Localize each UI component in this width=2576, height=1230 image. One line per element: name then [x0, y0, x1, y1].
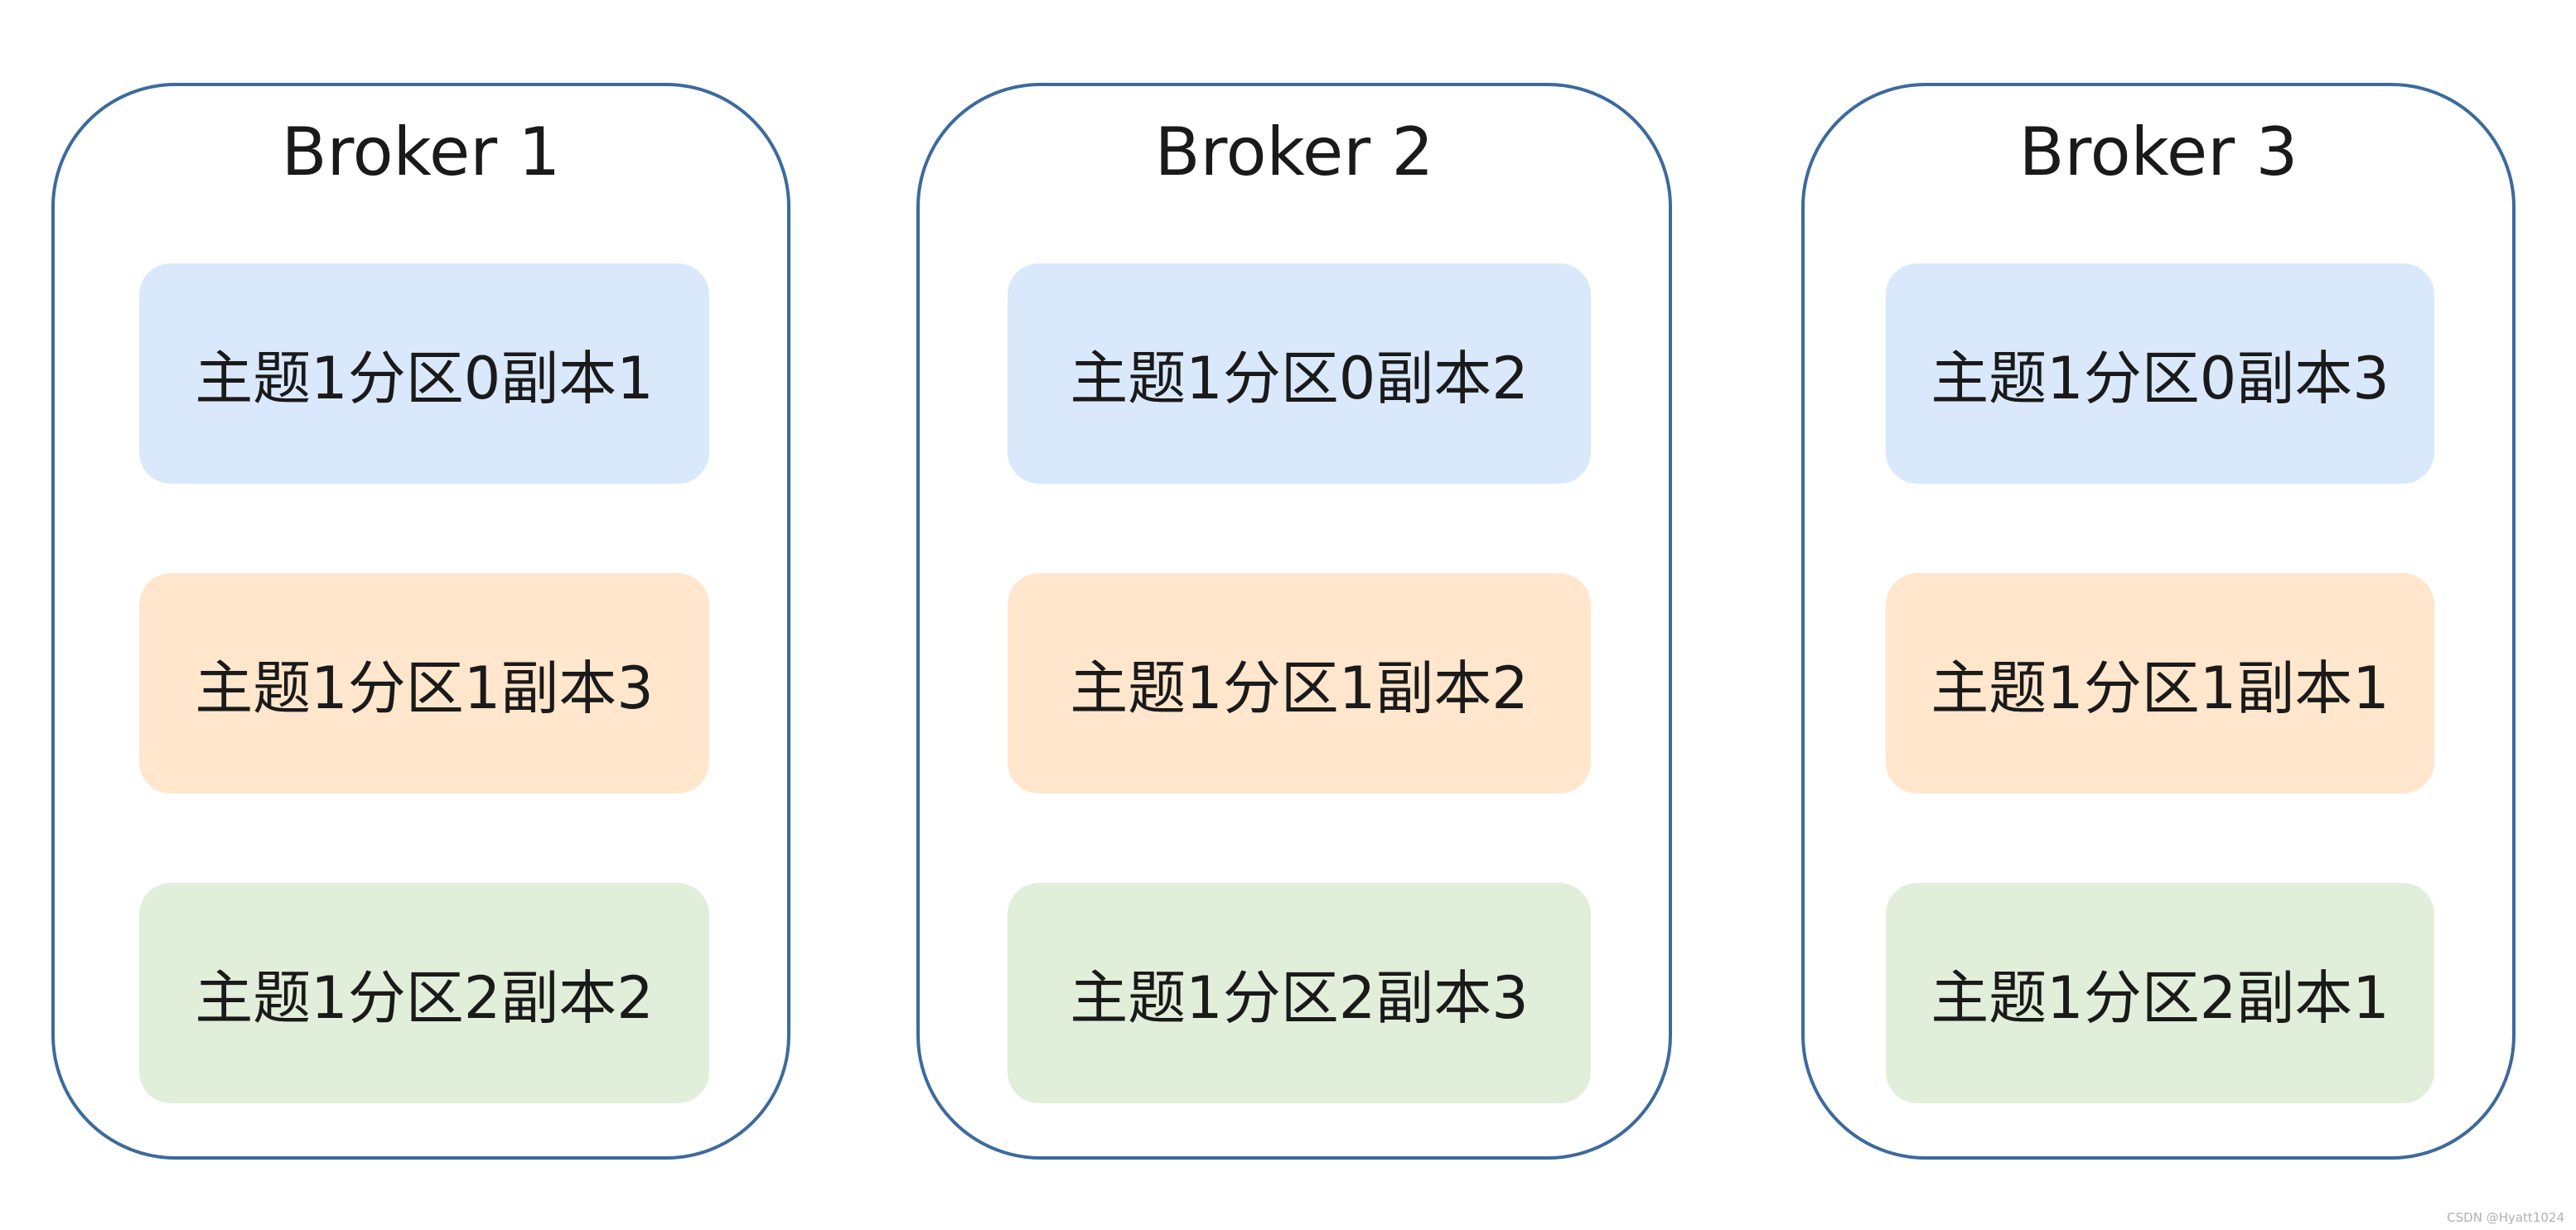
broker-1-partition-1-replica: 主题1分区1副本3 — [139, 573, 709, 793]
broker-2-container: Broker 2 主题1分区0副本2 主题1分区1副本2 主题1分区2副本3 — [916, 83, 1672, 1160]
broker-3-partition-1-replica: 主题1分区1副本1 — [1886, 573, 2434, 793]
broker-3-title: Broker 3 — [2018, 113, 2298, 191]
broker-3-partition-2-replica: 主题1分区2副本1 — [1886, 883, 2434, 1103]
broker-2-partition-0-replica: 主题1分区0副本2 — [1008, 263, 1591, 484]
broker-2-partition-1-replica: 主题1分区1副本2 — [1008, 573, 1591, 793]
broker-3-container: Broker 3 主题1分区0副本3 主题1分区1副本1 主题1分区2副本1 — [1801, 83, 2516, 1160]
broker-1-title: Broker 1 — [281, 113, 561, 191]
broker-2-partition-2-replica: 主题1分区2副本3 — [1008, 883, 1591, 1103]
watermark: CSDN @Hyatt1024 — [2447, 1210, 2564, 1225]
broker-2-title: Broker 2 — [1154, 113, 1434, 191]
broker-1-container: Broker 1 主题1分区0副本1 主题1分区1副本3 主题1分区2副本2 — [51, 83, 790, 1160]
broker-3-partition-0-replica: 主题1分区0副本3 — [1886, 263, 2434, 484]
broker-1-partition-2-replica: 主题1分区2副本2 — [139, 883, 709, 1103]
broker-1-partition-0-replica: 主题1分区0副本1 — [139, 263, 709, 484]
